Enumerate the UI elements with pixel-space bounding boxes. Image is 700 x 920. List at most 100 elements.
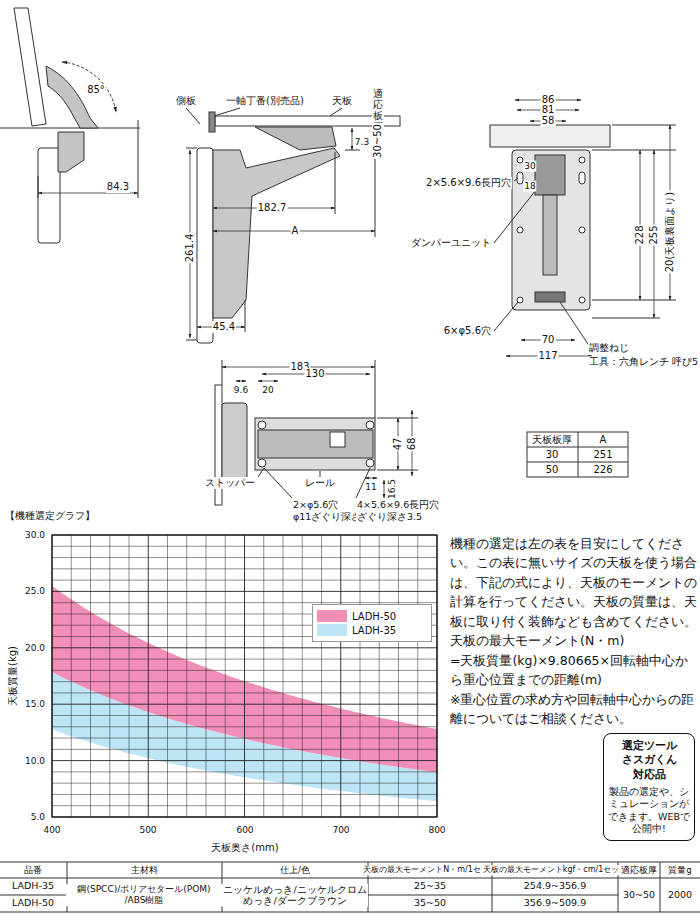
label-text: 130 — [304, 368, 325, 380]
label-text: 2×φ5.6穴 — [292, 499, 339, 510]
label-text: 鋼(SPCC)/ポリアセタール(POM) /ABS樹脂 — [66, 884, 222, 906]
damper-unit — [535, 155, 565, 195]
label-text: 主材料 — [130, 865, 159, 875]
dimension-line — [365, 478, 377, 479]
side-board — [197, 148, 213, 343]
note-text: 機種の選定は左の表を目安にしてください。この表に無いサイズの天板を使う場合は、下… — [449, 534, 699, 631]
label-text: 20 — [261, 385, 274, 396]
label-text: 50 — [545, 464, 560, 476]
label-text: 5.0 — [30, 812, 46, 823]
mount-plate — [512, 150, 590, 310]
label-text: レール — [304, 477, 336, 489]
selection-chart — [52, 535, 437, 817]
table-frame — [527, 432, 628, 477]
label-text: A — [599, 434, 608, 446]
label-text: A — [291, 225, 300, 237]
label-text: 天板質量(kg) — [7, 645, 19, 707]
label-text: 天板 — [331, 95, 353, 107]
legend-row: LADH-50 — [317, 610, 427, 622]
ext-line — [345, 150, 360, 151]
label-text: 6×φ5.6穴 — [443, 325, 492, 337]
label-text: 68 — [406, 437, 418, 452]
tool-badge: 選定ツール さスガくん 対応品製品の選定や、シミュレーションができます。WEBで… — [603, 733, 695, 841]
ext-line — [38, 176, 39, 198]
latch — [330, 432, 345, 447]
ext-line — [186, 340, 197, 341]
dimension-line — [236, 381, 246, 382]
legend-swatch — [317, 610, 347, 622]
door-panel — [14, 8, 46, 126]
label-text: ダンパーユニット — [410, 237, 492, 249]
leader-line — [258, 468, 264, 477]
leader-line — [264, 468, 292, 498]
label-text: 一軸丁番(別売品) — [225, 95, 305, 107]
chart-legend: LADH-50LADH-35 — [312, 604, 432, 642]
label-text: 工具：六角レンチ 呼び5 — [588, 356, 699, 367]
label-text: 117 — [537, 350, 558, 362]
label-text: 16.5 — [387, 478, 398, 500]
label-text: LADH-35 — [11, 880, 55, 891]
label-text: 25.0 — [24, 586, 46, 597]
label-text: 7.3 — [354, 137, 370, 148]
legend-swatch — [317, 624, 347, 636]
label-text: ニッケルめっき/ニッケルクロム めっき/ダークブラウン — [222, 884, 368, 907]
ext-line — [138, 120, 139, 198]
label-text: 天板板厚 — [531, 434, 573, 446]
label-text: LADH-50 — [11, 897, 55, 908]
ext-line — [375, 360, 376, 418]
label-text: 20.0 — [24, 643, 46, 654]
dimension-line — [258, 381, 278, 382]
label-text: 質量g — [667, 865, 692, 875]
ext-line — [592, 318, 660, 319]
angle-arc — [62, 62, 116, 112]
legend-text: LADH-50 — [352, 611, 396, 622]
label-text: 228 — [634, 224, 646, 245]
leader-line — [494, 302, 518, 331]
pivot-hinge — [209, 112, 215, 132]
label-text: 182.7 — [257, 202, 288, 214]
ext-line — [592, 300, 676, 301]
label-text: 2×5.6×9.6長円穴 — [425, 177, 512, 189]
label-text: 品番 — [23, 865, 43, 875]
mount-bracket — [255, 127, 336, 150]
label-text: 500 — [138, 825, 157, 836]
legend-row: LADH-35 — [317, 624, 427, 636]
label-text: 15.0 — [24, 699, 46, 710]
label-text: 30 — [523, 161, 536, 172]
label-text: 30 — [545, 449, 560, 461]
ext-line — [222, 360, 223, 385]
label-text: 天板の最大モーメントkgf・cm/1セット — [482, 865, 629, 875]
legend-text: LADH-35 — [352, 625, 396, 636]
label-text: 356.9~509.9 — [523, 897, 587, 908]
label-text: 255 — [648, 224, 660, 245]
ext-line — [186, 148, 197, 149]
label-text: 700 — [331, 825, 350, 836]
label-text: 400 — [42, 825, 61, 836]
label-text: 47 — [392, 437, 404, 452]
label-text: 天板奥さ(mm) — [210, 842, 279, 854]
label-text: 254.9~356.9 — [523, 880, 587, 891]
label-text: 261.4 — [184, 233, 196, 264]
label-text: 30.0 — [24, 530, 46, 541]
note-text: ※重心位置の求め方や回転軸中心からの距離についてはご相談ください。 — [449, 690, 699, 729]
rail — [258, 430, 373, 458]
note-text: 天板の最大モーメント(N・m) — [449, 631, 699, 650]
rail-plate — [255, 418, 375, 470]
label-text: ストッパー — [204, 477, 256, 489]
label-text: 【機種選定グラフ】 — [4, 510, 96, 522]
badge-body: 製品の選定や、シミュレーションができます。WEBで公開中! — [608, 786, 690, 835]
label-text: 85° — [86, 84, 106, 96]
label-text: 84.3 — [106, 181, 130, 193]
label-text: 4×5.6×9.6長円穴 — [356, 499, 440, 510]
note-text: =天板質量(kg)×9.80665×回転軸中心から重心位置までの距離(m) — [449, 651, 699, 690]
label-text: 天板の最大モーメントN・m/1セット — [362, 865, 498, 875]
leader-line — [330, 108, 342, 116]
label-text: 58 — [541, 115, 556, 127]
label-text: 30~50 — [372, 123, 384, 159]
label-text: 251 — [592, 449, 613, 461]
arm — [543, 195, 557, 275]
leader-line — [214, 108, 240, 116]
label-text: 適応板厚 — [620, 865, 658, 875]
dimension-lines — [38, 100, 670, 498]
leader-line — [186, 108, 200, 124]
